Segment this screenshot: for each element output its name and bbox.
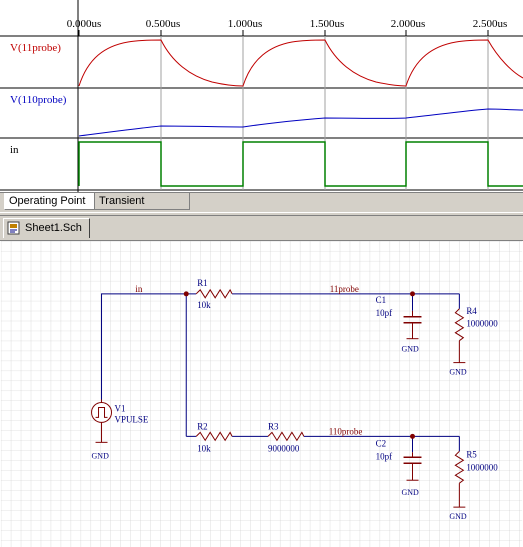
resistor-r2[interactable]: R2 10k — [195, 421, 233, 453]
document-tab-bar: Sheet1.Sch — [0, 216, 523, 240]
schematic-sheet-icon — [7, 221, 20, 235]
r3-value: 9000000 — [268, 443, 300, 453]
c2-ref: C2 — [376, 438, 386, 448]
net-label-11probe: 11probe — [330, 284, 359, 294]
resistor-r3[interactable]: R3 9000000 — [267, 421, 305, 453]
pane-splitter[interactable] — [0, 212, 523, 216]
capacitor-c1[interactable]: C1 10pf — [376, 295, 422, 339]
r4-ref: R4 — [466, 306, 477, 316]
trace-in — [78, 141, 523, 187]
resistor-r4[interactable]: R4 1000000 — [454, 306, 498, 363]
trace-110probe — [78, 108, 523, 137]
analysis-tab-bar: Operating Point Transient Analysis — [0, 192, 523, 224]
trace-11probe — [78, 39, 523, 87]
c1-value: 10pf — [376, 308, 392, 318]
r1-ref: R1 — [197, 278, 207, 288]
r4-value: 1000000 — [466, 319, 498, 329]
trace-label-110probe[interactable]: V(110probe) — [10, 94, 67, 106]
resistor-r5[interactable]: R5 1000000 — [454, 449, 498, 508]
r5-ref: R5 — [466, 449, 477, 459]
pulse-source-v1[interactable]: V1 VPULSE — [91, 399, 149, 443]
ground-label-c2: GND — [402, 488, 420, 497]
r2-value: 10k — [197, 443, 211, 453]
document-tab-label: Sheet1.Sch — [25, 222, 82, 234]
waveform-viewer[interactable]: 0.000us 0.500us 1.000us 1.500us 2.000us … — [0, 0, 523, 192]
time-tick-label: 0.500us — [146, 18, 181, 30]
c1-ref: C1 — [376, 295, 386, 305]
trace-label-in[interactable]: in — [10, 144, 19, 156]
net-label-in: in — [135, 284, 142, 294]
c2-value: 10pf — [376, 451, 392, 461]
schematic-canvas[interactable]: R1 10k R2 10k R3 9000000 R4 1000000 R5 1… — [0, 240, 523, 547]
trace-label-11probe[interactable]: V(11probe) — [10, 42, 61, 54]
tab-transient-analysis[interactable]: Transient Analysis — [94, 193, 190, 224]
ground-label-c1: GND — [402, 345, 420, 354]
time-tick-label: 1.500us — [310, 18, 345, 30]
ground-label-r5: GND — [449, 512, 467, 521]
net-label-110probe: 110probe — [329, 426, 363, 436]
r3-ref: R3 — [268, 421, 279, 431]
capacitor-c2[interactable]: C2 10pf — [376, 438, 422, 481]
document-tab-sheet1[interactable]: Sheet1.Sch — [3, 218, 90, 238]
time-tick-label: 2.000us — [391, 18, 426, 30]
v1-ref: V1 — [114, 403, 125, 413]
time-tick-label: 1.000us — [228, 18, 263, 30]
ground-label-v1: GND — [92, 451, 110, 460]
v1-type: VPULSE — [114, 414, 148, 424]
time-tick-label: 0.000us — [67, 18, 102, 30]
ground-label-r4: GND — [449, 368, 467, 377]
time-tick-label: 2.500us — [473, 18, 508, 30]
r1-value: 10k — [197, 300, 211, 310]
r2-ref: R2 — [197, 421, 207, 431]
tab-operating-point[interactable]: Operating Point — [4, 193, 95, 210]
r5-value: 1000000 — [466, 462, 498, 472]
resistor-r1[interactable]: R1 10k — [195, 278, 233, 310]
